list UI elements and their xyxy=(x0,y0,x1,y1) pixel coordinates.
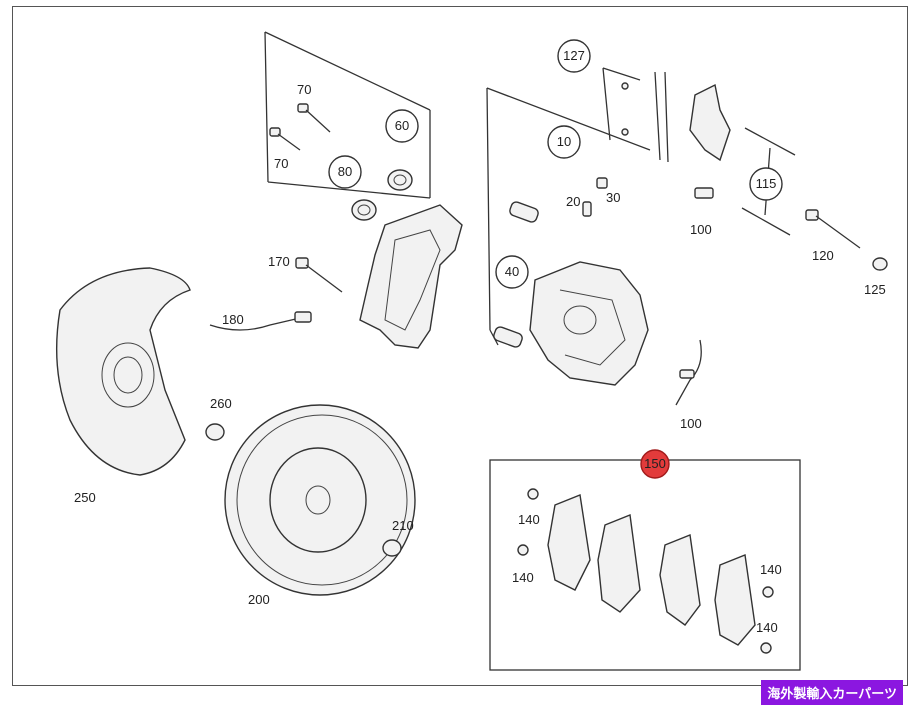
bushing-80 xyxy=(351,199,377,221)
label-70-top: 70 xyxy=(297,82,311,97)
callout-60: 60 xyxy=(385,109,419,143)
bolt-170 xyxy=(295,257,343,293)
brake-pad-4 xyxy=(714,554,756,646)
callout-127: 127 xyxy=(557,39,591,73)
pad-bolts-140 xyxy=(517,488,774,654)
label-170: 170 xyxy=(268,254,290,269)
svg-text:40: 40 xyxy=(505,264,519,279)
callout-80: 80 xyxy=(328,155,362,189)
brake-pad-3 xyxy=(659,534,701,626)
bleeder-20-30 xyxy=(582,177,608,217)
label-260: 260 xyxy=(210,396,232,411)
svg-text:10: 10 xyxy=(557,134,571,149)
guide-pin-40-bottom xyxy=(493,326,523,348)
label-250: 250 xyxy=(74,490,96,505)
label-125: 125 xyxy=(864,282,886,297)
label-30: 30 xyxy=(606,190,620,205)
svg-text:115: 115 xyxy=(756,176,777,191)
label-100-top: 100 xyxy=(690,222,712,237)
guide-pin-40-top xyxy=(509,201,539,223)
callout-10: 10 xyxy=(547,125,581,159)
bolt-260 xyxy=(205,423,225,441)
callout-40: 40 xyxy=(495,255,529,289)
caliper-bracket xyxy=(359,204,463,349)
brake-pad-2 xyxy=(597,514,641,613)
bolt-70-bottom xyxy=(269,127,301,151)
label-140-b: 140 xyxy=(512,570,534,585)
label-140-d: 140 xyxy=(756,620,778,635)
label-140-a: 140 xyxy=(518,512,540,527)
spring-clip-127 xyxy=(621,71,669,163)
svg-text:60: 60 xyxy=(395,118,409,133)
group-bracket-60 xyxy=(264,31,431,199)
bolt-210 xyxy=(382,539,402,557)
pin-115-upper xyxy=(744,127,796,156)
brake-pad-1 xyxy=(547,494,591,591)
label-70-bottom: 70 xyxy=(274,156,288,171)
label-180: 180 xyxy=(222,312,244,327)
svg-text:127: 127 xyxy=(563,48,585,63)
svg-text:150: 150 xyxy=(644,456,666,471)
callout-115: 115 xyxy=(749,167,783,201)
label-210: 210 xyxy=(392,518,414,533)
callout-150: 150 xyxy=(640,449,670,479)
group-bracket-127 xyxy=(602,67,641,141)
splash-shield-250 xyxy=(55,267,191,476)
wear-sensor-100 xyxy=(675,339,702,406)
shop-badge: 海外製輸入カーパーツ xyxy=(761,680,903,705)
brake-disc-200 xyxy=(224,404,416,596)
diagram-frame xyxy=(12,6,908,686)
bolt-70-top xyxy=(297,103,331,133)
bolt-120 xyxy=(805,209,861,249)
label-140-c: 140 xyxy=(760,562,782,577)
svg-text:80: 80 xyxy=(338,164,352,179)
wear-sensor-180 xyxy=(209,311,312,331)
anti-rattle-plate-100 xyxy=(689,83,731,199)
label-200: 200 xyxy=(248,592,270,607)
cap-125 xyxy=(872,257,888,271)
label-120: 120 xyxy=(812,248,834,263)
caliper-housing xyxy=(529,261,649,386)
label-20: 20 xyxy=(566,194,580,209)
bushing-60 xyxy=(387,169,413,191)
label-100-bottom: 100 xyxy=(680,416,702,431)
pin-115-lower xyxy=(741,207,791,236)
